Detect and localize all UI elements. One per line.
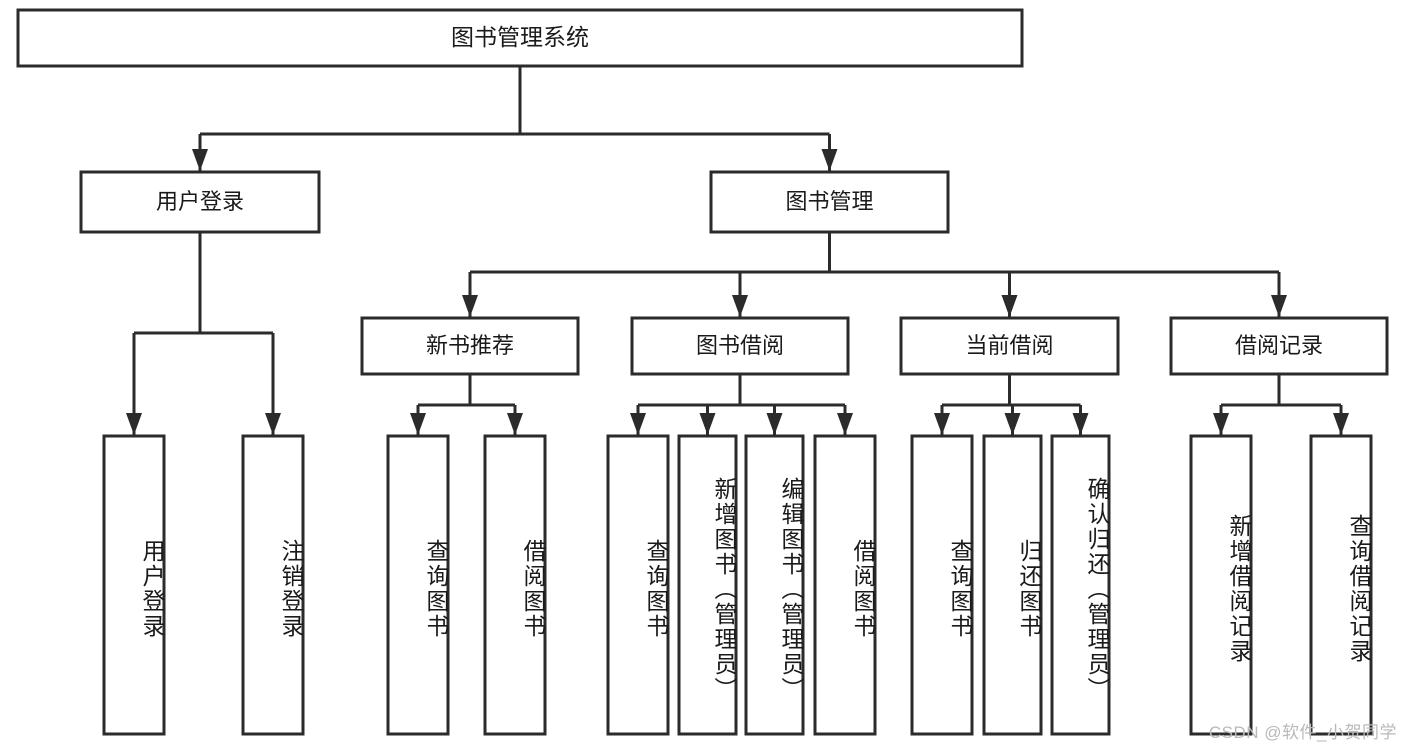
arrowhead-icon bbox=[410, 413, 426, 435]
arrowhead-icon bbox=[462, 295, 478, 317]
leaf-node[interactable] bbox=[483, 434, 547, 736]
arrowhead-icon bbox=[732, 295, 748, 317]
arrowhead-icon bbox=[1004, 413, 1021, 435]
arrowhead-icon bbox=[126, 413, 142, 435]
root-node[interactable]: 图书管理系统 bbox=[16, 8, 1024, 68]
arrowhead-icon bbox=[821, 149, 838, 171]
level3-node-0[interactable]: 新书推荐 bbox=[360, 316, 580, 376]
edge-layer bbox=[126, 66, 1349, 435]
node-label: 图书管理系统 bbox=[451, 24, 589, 50]
node-label: 新书推荐 bbox=[426, 333, 514, 358]
arrowhead-icon bbox=[934, 413, 950, 435]
node-label: 当前借阅 bbox=[965, 333, 1053, 358]
leaf-node[interactable] bbox=[1189, 434, 1253, 736]
level2-node-1[interactable]: 图书管理 bbox=[709, 170, 950, 234]
leaf-node[interactable] bbox=[982, 434, 1043, 736]
level3-node-1[interactable]: 图书借阅 bbox=[630, 316, 850, 376]
leaf-node[interactable] bbox=[813, 434, 877, 736]
leaf-node[interactable] bbox=[102, 434, 166, 736]
arrowhead-icon bbox=[265, 413, 281, 435]
leaf-node[interactable] bbox=[744, 434, 805, 736]
node-label: 用户登录 bbox=[156, 189, 244, 214]
leaf-node[interactable] bbox=[1309, 434, 1373, 736]
level3-node-2[interactable]: 当前借阅 bbox=[899, 316, 1120, 376]
arrowhead-icon bbox=[1333, 413, 1349, 435]
node-label: 图书借阅 bbox=[696, 333, 784, 358]
node-label: 图书管理 bbox=[785, 189, 873, 214]
arrowhead-icon bbox=[630, 413, 646, 435]
arrowhead-icon bbox=[699, 413, 716, 435]
arrowhead-icon bbox=[837, 413, 853, 435]
arrowhead-icon bbox=[192, 149, 208, 171]
arrowhead-icon bbox=[1072, 413, 1089, 435]
level3-node-3[interactable]: 借阅记录 bbox=[1169, 316, 1389, 376]
leaf-node[interactable] bbox=[386, 434, 450, 736]
arrowhead-icon bbox=[507, 413, 523, 435]
leaf-node[interactable] bbox=[677, 434, 738, 736]
leaf-node[interactable] bbox=[606, 434, 670, 736]
leaf-node[interactable] bbox=[910, 434, 974, 736]
arrowhead-icon bbox=[1271, 295, 1287, 317]
arrowhead-icon bbox=[766, 413, 783, 435]
leaf-node[interactable] bbox=[1050, 434, 1111, 736]
level2-node-0[interactable]: 用户登录 bbox=[79, 170, 321, 234]
node-label: 借阅记录 bbox=[1235, 333, 1323, 358]
arrowhead-icon bbox=[1001, 295, 1018, 317]
leaf-node[interactable] bbox=[241, 434, 305, 736]
arrowhead-icon bbox=[1213, 413, 1229, 435]
watermark-text: CSDN @软件_小贺同学 bbox=[1208, 723, 1397, 742]
